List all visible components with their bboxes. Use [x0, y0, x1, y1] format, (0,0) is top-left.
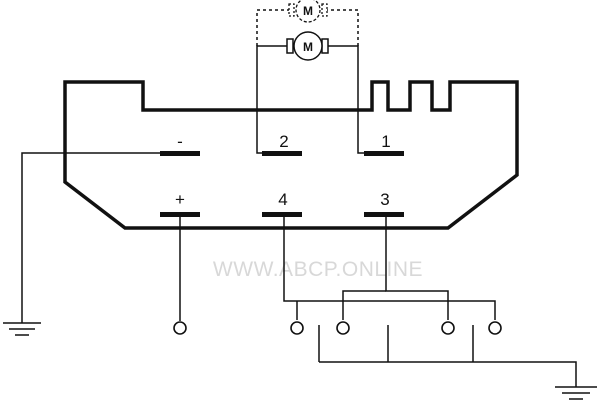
pin-minus-label: -: [177, 132, 183, 151]
ground-icon: [555, 386, 597, 400]
pin-plus-label: +: [175, 190, 185, 209]
motor-wire-pin2: [256, 45, 287, 154]
ground-wire-minus: [21, 152, 160, 323]
pin-4-bar: [262, 212, 302, 217]
pin-2-label: 2: [279, 132, 288, 151]
pin-1-bar: [364, 151, 404, 156]
alt-motor-wire-pin1: [327, 9, 359, 46]
terminal-icon: [441, 321, 455, 335]
terminal-icon: [290, 321, 304, 335]
ground-bus: [318, 325, 577, 387]
pin-3-bar: [364, 212, 404, 217]
wire-pin3: [385, 217, 449, 320]
motor-wire-pin1: [328, 45, 364, 154]
pin-2-bar: [262, 151, 302, 156]
alt-motor-wire-pin2: [256, 9, 289, 46]
terminal-icon: [173, 321, 187, 335]
pin-4-label: 4: [278, 190, 287, 209]
pin-minus-bar: [160, 151, 200, 156]
alt-motor-label: M: [303, 4, 313, 18]
alt-motor-icon: M: [288, 0, 328, 23]
pin-1-label: 1: [381, 132, 390, 151]
watermark-text: WWW.ABCP.ONLINE: [213, 258, 423, 281]
wire-pin4: [283, 217, 496, 320]
terminal-icon: [336, 321, 350, 335]
connector-housing: [63, 80, 519, 230]
pin-3-label: 3: [380, 190, 389, 209]
pin-plus-bar: [160, 212, 200, 217]
ground-icon: [3, 322, 41, 336]
motor-icon: M: [286, 31, 329, 61]
motor-label: M: [303, 40, 313, 54]
wire-pin3-left: [342, 290, 386, 320]
terminal-icon: [488, 321, 502, 335]
